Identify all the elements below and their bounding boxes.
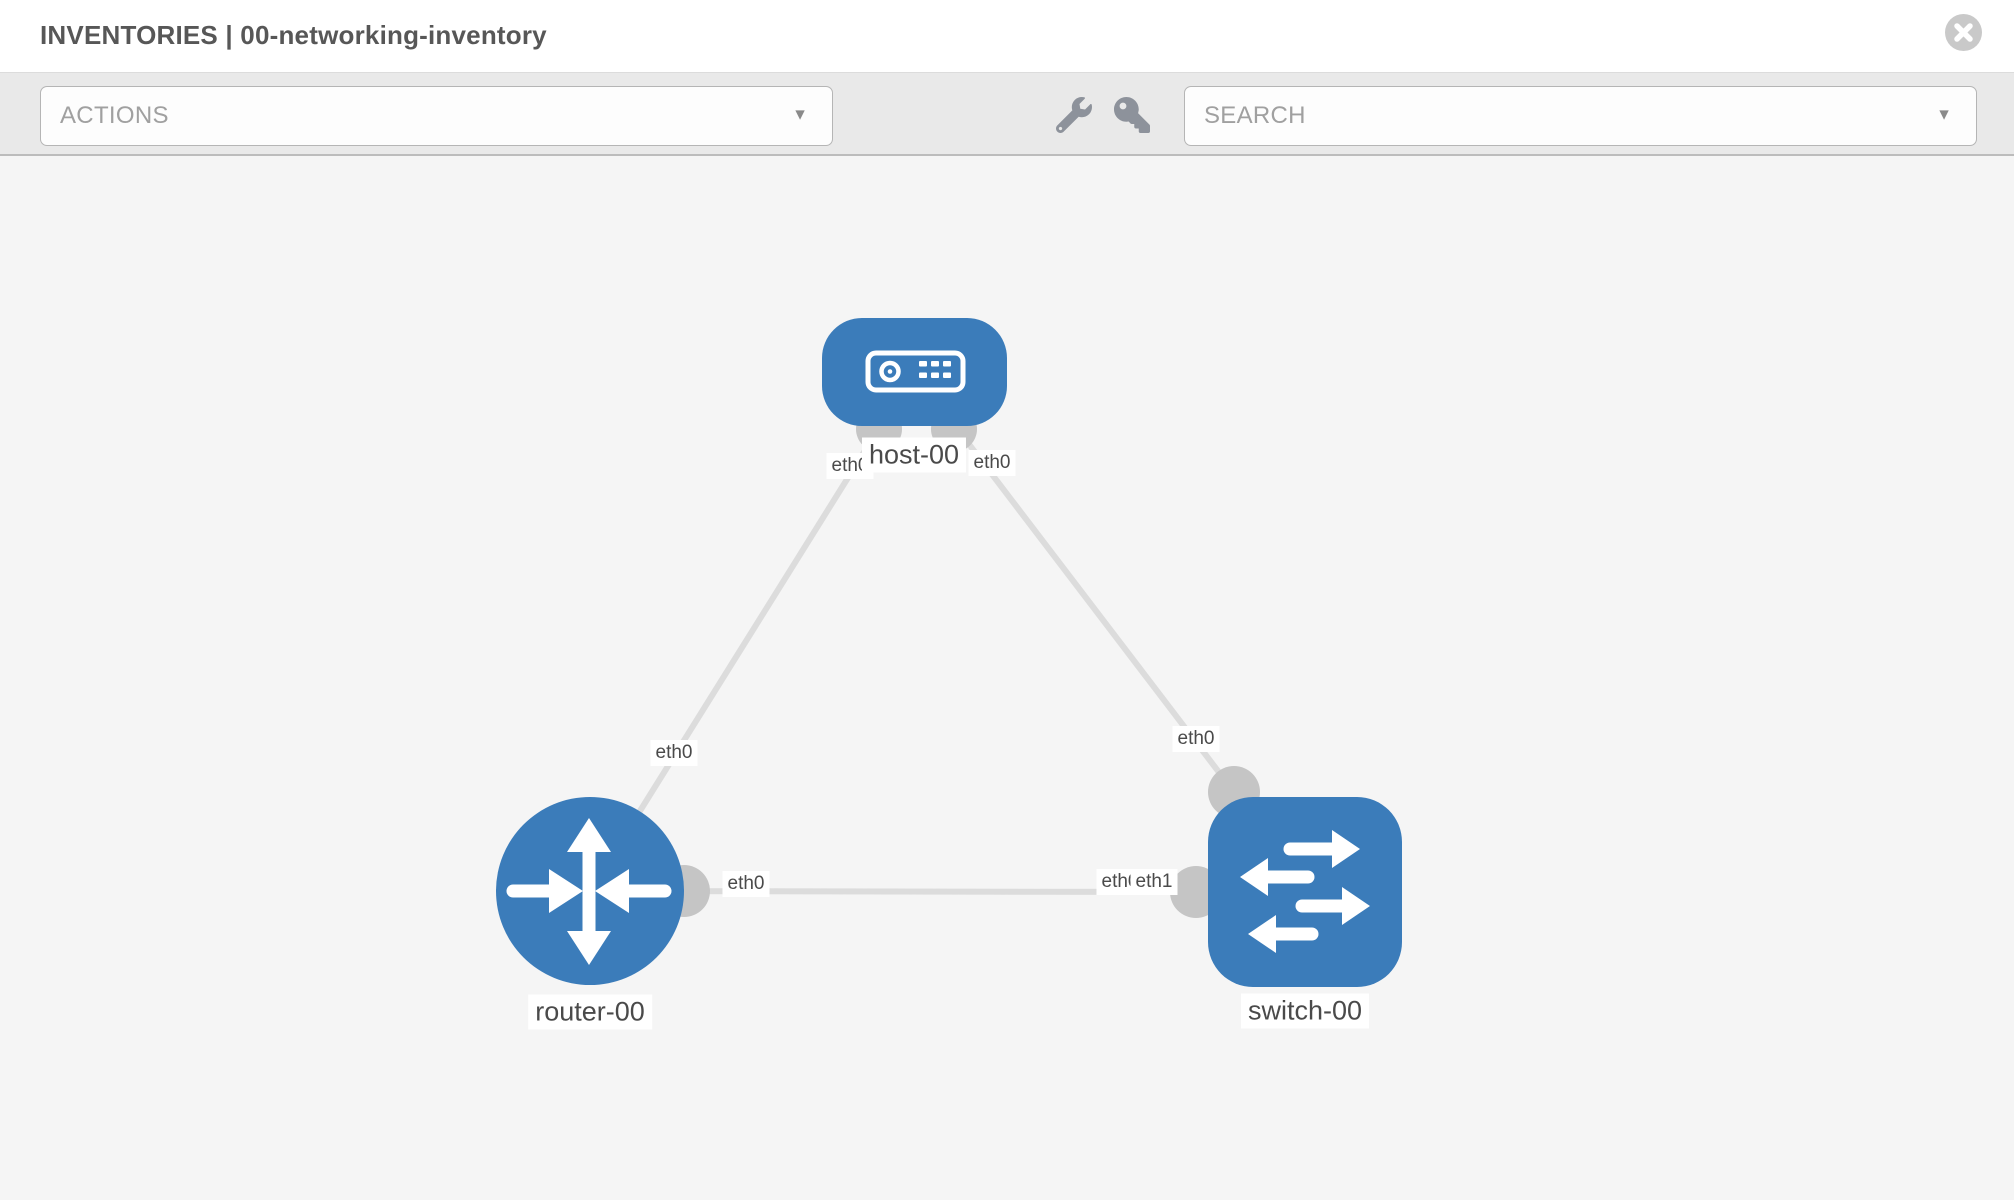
- search-dropdown-label: SEARCH: [1204, 102, 1306, 129]
- search-dropdown[interactable]: SEARCH ▼: [1184, 86, 1977, 146]
- topology-canvas[interactable]: eth0 eth0 eth0 eth0 eth0 eth0 eth1 host-…: [0, 156, 2014, 1200]
- close-icon[interactable]: [1945, 14, 1982, 51]
- node-router[interactable]: [496, 797, 684, 985]
- if-label-eth1: eth1: [1130, 869, 1178, 895]
- node-label-host: host-00: [861, 437, 967, 473]
- actions-dropdown-label: ACTIONS: [60, 102, 169, 129]
- chevron-down-icon: ▼: [1936, 106, 1952, 124]
- if-label-eth0: eth0: [968, 450, 1016, 476]
- if-label-eth0: eth0: [650, 740, 698, 766]
- if-label-eth0: eth0: [1172, 726, 1220, 752]
- wrench-icon[interactable]: [1056, 97, 1092, 133]
- node-label-switch: switch-00: [1240, 993, 1370, 1029]
- node-host[interactable]: [822, 318, 1007, 426]
- server-icon: [865, 350, 966, 393]
- header: INVENTORIES | 00-networking-inventory: [0, 0, 2014, 72]
- node-switch[interactable]: [1208, 797, 1402, 987]
- toolbar: ACTIONS ▼ SEARCH ▼: [0, 72, 2014, 156]
- chevron-down-icon: ▼: [792, 106, 808, 124]
- topology-graph: [496, 318, 1402, 987]
- switch-icon: [1240, 830, 1370, 953]
- router-icon: [506, 818, 672, 965]
- page-title: INVENTORIES | 00-networking-inventory: [40, 20, 547, 50]
- node-label-router: router-00: [528, 994, 652, 1030]
- if-label-eth0: eth0: [722, 871, 770, 897]
- key-icon[interactable]: [1114, 97, 1150, 133]
- actions-dropdown[interactable]: ACTIONS ▼: [40, 86, 833, 146]
